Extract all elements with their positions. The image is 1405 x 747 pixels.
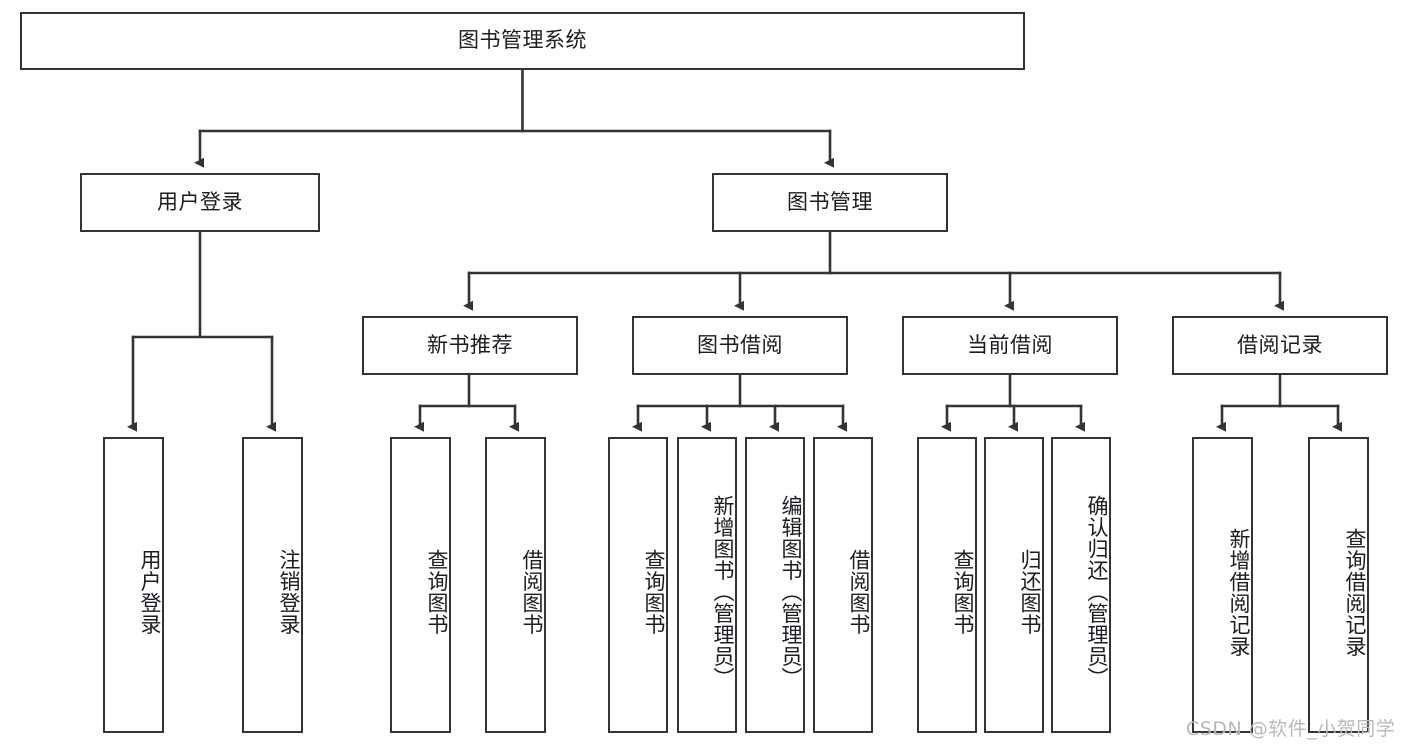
leaf-return-book[interactable]: 归还图书 xyxy=(984,437,1044,733)
leaf-query-book-current[interactable]: 查询图书 xyxy=(917,437,977,733)
leaf-add-borrow-record[interactable]: 新增借阅记录 xyxy=(1192,437,1253,733)
leaf-query-book-newbook[interactable]: 查询图书 xyxy=(390,437,451,733)
node-borrow-record[interactable]: 借阅记录 xyxy=(1172,316,1388,375)
leaf-query-borrow-record[interactable]: 查询借阅记录 xyxy=(1308,437,1369,733)
node-new-book-recommend[interactable]: 新书推荐 xyxy=(362,316,578,375)
leaf-user-login[interactable]: 用户登录 xyxy=(103,437,164,733)
leaf-query-book-borrow[interactable]: 查询图书 xyxy=(608,437,668,733)
leaf-borrow-book[interactable]: 借阅图书 xyxy=(813,437,873,733)
leaf-borrow-book-newbook[interactable]: 借阅图书 xyxy=(485,437,546,733)
leaf-confirm-return-admin[interactable]: 确认归还（管理员） xyxy=(1051,437,1111,733)
node-current-borrow[interactable]: 当前借阅 xyxy=(902,316,1118,375)
leaf-add-book-admin[interactable]: 新增图书（管理员） xyxy=(677,437,737,733)
node-root[interactable]: 图书管理系统 xyxy=(20,12,1025,70)
watermark-text: CSDN @软件_小贺同学 xyxy=(1186,718,1396,740)
node-user-login[interactable]: 用户登录 xyxy=(80,173,320,232)
node-book-manage[interactable]: 图书管理 xyxy=(712,173,948,232)
node-book-borrow[interactable]: 图书借阅 xyxy=(632,316,848,375)
leaf-logout-login[interactable]: 注销登录 xyxy=(242,437,303,733)
leaf-edit-book-admin[interactable]: 编辑图书（管理员） xyxy=(745,437,805,733)
